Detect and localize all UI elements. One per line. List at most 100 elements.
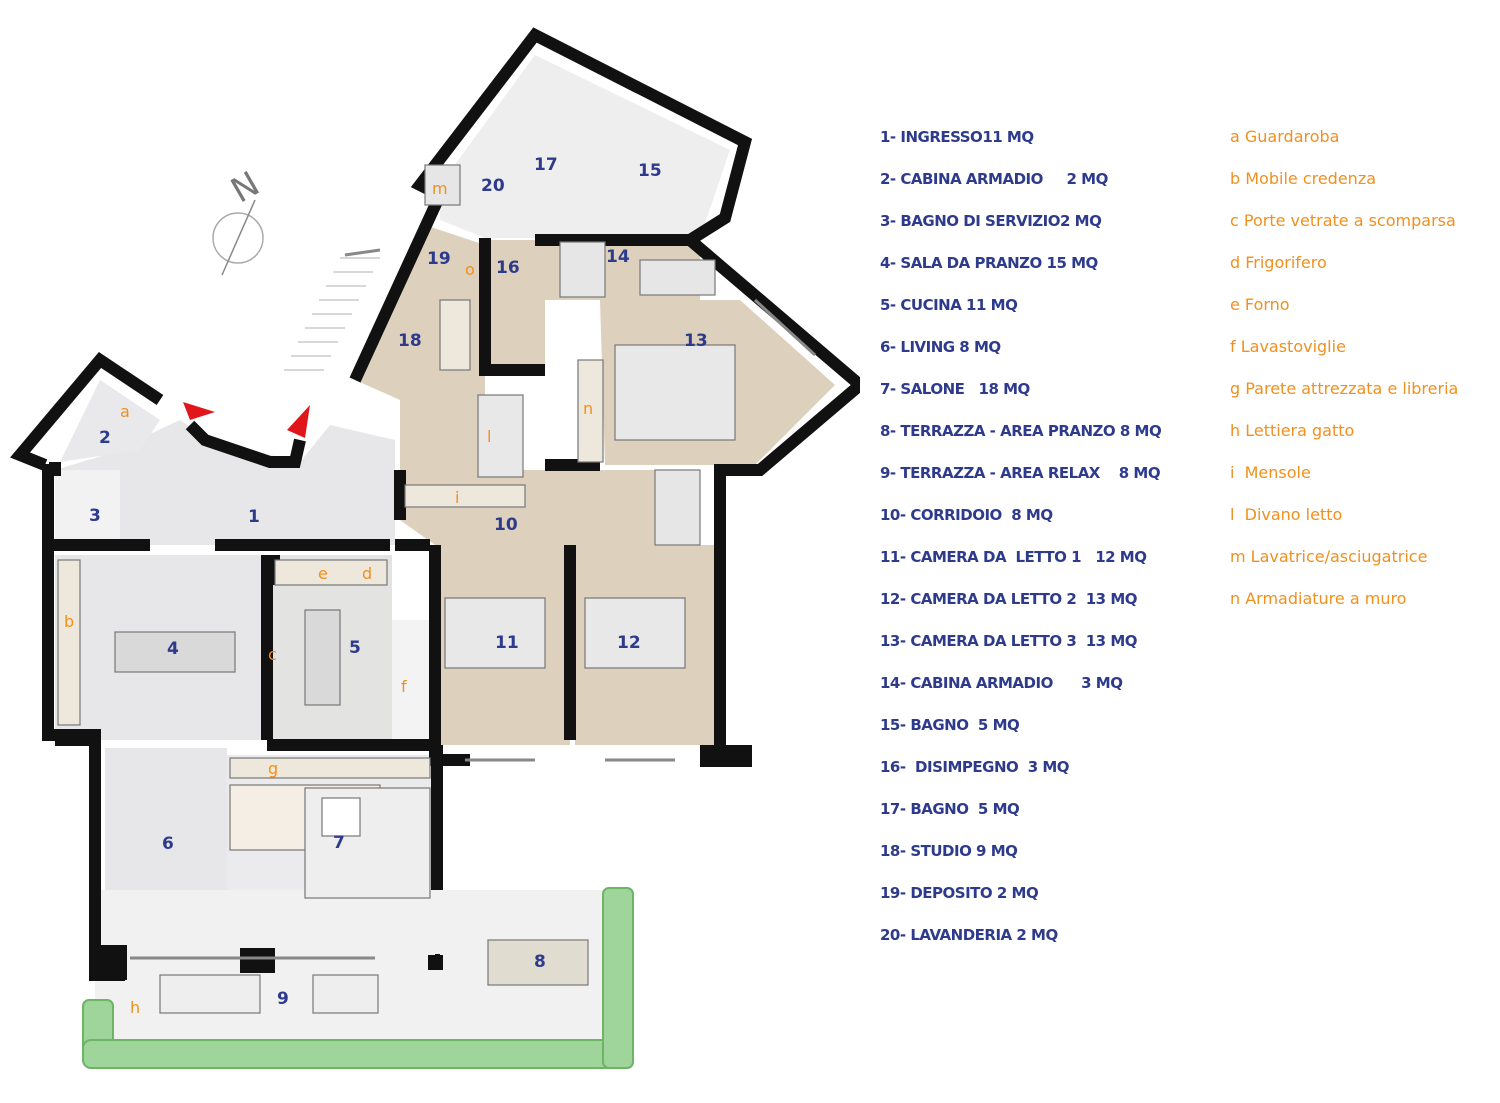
bed-12 <box>584 597 686 669</box>
floor-bagni-upper <box>440 55 730 238</box>
floor-plan: N 1 <box>10 27 860 1069</box>
room-number-15: 15 <box>638 161 662 181</box>
furniture-key-h: h <box>130 998 140 1017</box>
room-number-4: 4 <box>167 639 179 659</box>
room-number-1: 1 <box>248 507 260 527</box>
room-number-14: 14 <box>606 247 630 267</box>
room-number-10: 10 <box>494 515 518 535</box>
divano-letto <box>477 394 524 478</box>
entry-arrows <box>183 402 310 438</box>
credenza <box>57 559 81 726</box>
furniture-legend-item: i Mensole <box>1230 463 1311 482</box>
compass: N <box>212 164 266 276</box>
room-legend-item: 2- CABINA ARMADIO 2 MQ <box>880 170 1108 188</box>
entry-arrow-icon <box>287 405 310 438</box>
studio-desk <box>439 299 471 371</box>
room-legend-item: 18- STUDIO 9 MQ <box>880 842 1018 860</box>
room-number-6: 6 <box>162 834 174 854</box>
room-number-12: 12 <box>617 633 641 653</box>
room-legend-item: 9- TERRAZZA - AREA RELAX 8 MQ <box>880 464 1161 482</box>
furniture-legend-item: n Armadiature a muro <box>1230 589 1407 608</box>
furniture-key-a: a <box>120 402 130 421</box>
room-legend-item: 16- DISIMPEGNO 3 MQ <box>880 758 1070 776</box>
room-legend-item: 6- LIVING 8 MQ <box>880 338 1001 356</box>
room-legend-item: 15- BAGNO 5 MQ <box>880 716 1020 734</box>
room-number-7: 7 <box>333 833 345 853</box>
room-numbers: 1 2 3 4 5 6 7 8 9 10 11 12 13 14 15 16 1… <box>89 155 708 1009</box>
room-legend-item: 13- CAMERA DA LETTO 3 13 MQ <box>880 632 1138 650</box>
room-number-16: 16 <box>496 258 520 278</box>
furniture-legend-item: d Frigorifero <box>1230 253 1327 272</box>
room-number-9: 9 <box>277 989 289 1009</box>
furniture-key-f: f <box>401 677 407 696</box>
floor-cabina-armadio-ingresso <box>60 380 160 462</box>
room-legend-item: 12- CAMERA DA LETTO 2 13 MQ <box>880 590 1138 608</box>
kitchen-counter <box>274 559 388 586</box>
coffee-table <box>321 797 361 837</box>
wardrobe-n <box>577 359 604 463</box>
room-legend-item: 20- LAVANDERIA 2 MQ <box>880 926 1058 944</box>
furniture-keys: a b c d e f g h i l m n o <box>64 179 593 1017</box>
wardrobe-14b <box>639 259 716 296</box>
terrace-hedge <box>82 887 634 1069</box>
furniture-key-d: d <box>362 564 372 583</box>
room-number-19: 19 <box>427 249 451 269</box>
furniture-key-l: l <box>487 427 491 446</box>
room-number-3: 3 <box>89 506 101 526</box>
relax-sofa-right <box>312 974 379 1014</box>
relax-sofa-left <box>159 974 261 1014</box>
room-number-2: 2 <box>99 428 111 448</box>
room-legend-item: 14- CABINA ARMADIO 3 MQ <box>880 674 1123 692</box>
laundry-unit <box>424 164 461 206</box>
terrace-table <box>487 939 589 986</box>
furniture-legend-item: b Mobile credenza <box>1230 169 1377 188</box>
bed-13 <box>614 344 736 441</box>
entry-arrow-icon <box>183 402 215 420</box>
windows <box>130 248 817 960</box>
furniture-legend-item: h Lettiera gatto <box>1230 421 1355 440</box>
room-number-13: 13 <box>684 331 708 351</box>
room-legend-item: 3- BAGNO DI SERVIZIO2 MQ <box>880 212 1102 230</box>
furniture-key-i: i <box>455 488 459 507</box>
balcony-hatch <box>284 257 380 371</box>
furniture-legend-item: m Lavatrice/asciugatrice <box>1230 547 1428 566</box>
room-number-17: 17 <box>534 155 558 175</box>
furniture-key-m: m <box>432 179 448 198</box>
dining-table <box>114 631 236 673</box>
floor-ingresso <box>55 420 395 545</box>
furniture-key-g: g <box>268 759 278 778</box>
furniture-key-e: e <box>318 564 328 583</box>
wardrobe-14 <box>559 241 606 298</box>
room-legend-item: 17- BAGNO 5 MQ <box>880 800 1020 818</box>
floor-cucina-top <box>392 620 432 740</box>
kitchen-island <box>304 609 341 706</box>
room-legend-item: 8- TERRAZZA - AREA PRANZO 8 MQ <box>880 422 1162 440</box>
room-number-8: 8 <box>534 952 546 972</box>
room-legend-item: 7- SALONE 18 MQ <box>880 380 1030 398</box>
wardrobe-corridor <box>654 469 701 546</box>
compass-north-label: N <box>224 164 266 211</box>
room-legend-item: 19- DEPOSITO 2 MQ <box>880 884 1039 902</box>
room-legend-item: 1- INGRESSO11 MQ <box>880 128 1034 146</box>
room-legend: 1- INGRESSO11 MQ 2- CABINA ARMADIO 2 MQ … <box>880 127 1225 967</box>
mensole <box>404 484 526 508</box>
furniture-legend-item: g Parete attrezzata e libreria <box>1230 379 1459 398</box>
wall-unit <box>229 757 431 779</box>
furniture-legend-item: c Porte vetrate a scomparsa <box>1230 211 1456 230</box>
furniture-legend-item: l Divano letto <box>1230 505 1343 524</box>
furnishings <box>57 164 736 1014</box>
room-number-18: 18 <box>398 331 422 351</box>
room-number-11: 11 <box>495 633 519 653</box>
room-number-5: 5 <box>349 638 361 658</box>
furniture-legend-item: a Guardaroba <box>1230 127 1340 146</box>
furniture-key-b: b <box>64 612 74 631</box>
room-legend-item: 5- CUCINA 11 MQ <box>880 296 1018 314</box>
furniture-key-c: c <box>268 645 277 664</box>
furniture-legend-item: f Lavastoviglie <box>1230 337 1346 356</box>
room-legend-item: 11- CAMERA DA LETTO 1 12 MQ <box>880 548 1147 566</box>
furniture-legend: a Guardaroba b Mobile credenza c Porte v… <box>1230 127 1495 631</box>
furniture-legend-item: e Forno <box>1230 295 1290 314</box>
furniture-key-o: o <box>465 260 475 279</box>
room-legend-item: 10- CORRIDOIO 8 MQ <box>880 506 1053 524</box>
bed-11 <box>444 597 546 669</box>
